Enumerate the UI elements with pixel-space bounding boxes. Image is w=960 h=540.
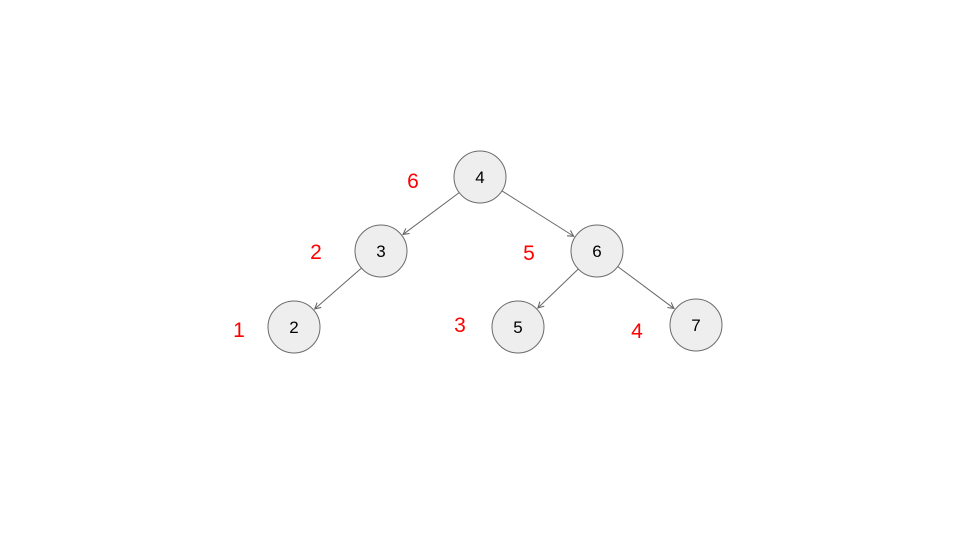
tree-node-5: 5	[491, 300, 545, 354]
tree-edge-n6-n5	[537, 268, 579, 309]
node-value-7: 7	[691, 316, 700, 335]
node-circle-6	[570, 224, 624, 278]
tree-edge-n3-n2	[313, 267, 362, 310]
node-circle-4	[453, 150, 507, 204]
traversal-order-label-4: 4	[631, 320, 643, 343]
traversal-order-label-5: 5	[523, 242, 535, 265]
node-value-2: 2	[289, 318, 298, 337]
node-circle-2	[267, 300, 321, 354]
node-circle-3	[354, 224, 408, 278]
node-value-4: 4	[475, 168, 484, 187]
traversal-order-label-6: 6	[407, 170, 419, 193]
node-value-6: 6	[592, 242, 601, 261]
node-circle-7	[669, 298, 723, 352]
node-circle-5	[491, 300, 545, 354]
traversal-order-label-3: 3	[454, 314, 466, 337]
tree-edge-n6-n7	[617, 266, 675, 310]
node-value-3: 3	[376, 242, 385, 261]
node-value-5: 5	[513, 318, 522, 337]
tree-node-3: 3	[354, 224, 408, 278]
tree-node-6: 6	[570, 224, 624, 278]
tree-node-7: 7	[669, 298, 723, 352]
tree-node-4: 4	[453, 150, 507, 204]
tree-node-2: 2	[267, 300, 321, 354]
tree-edge-n4-n3	[402, 192, 460, 236]
traversal-order-label-2: 2	[310, 241, 322, 264]
tree-edge-n4-n6	[501, 190, 575, 237]
traversal-order-label-1: 1	[233, 319, 245, 342]
